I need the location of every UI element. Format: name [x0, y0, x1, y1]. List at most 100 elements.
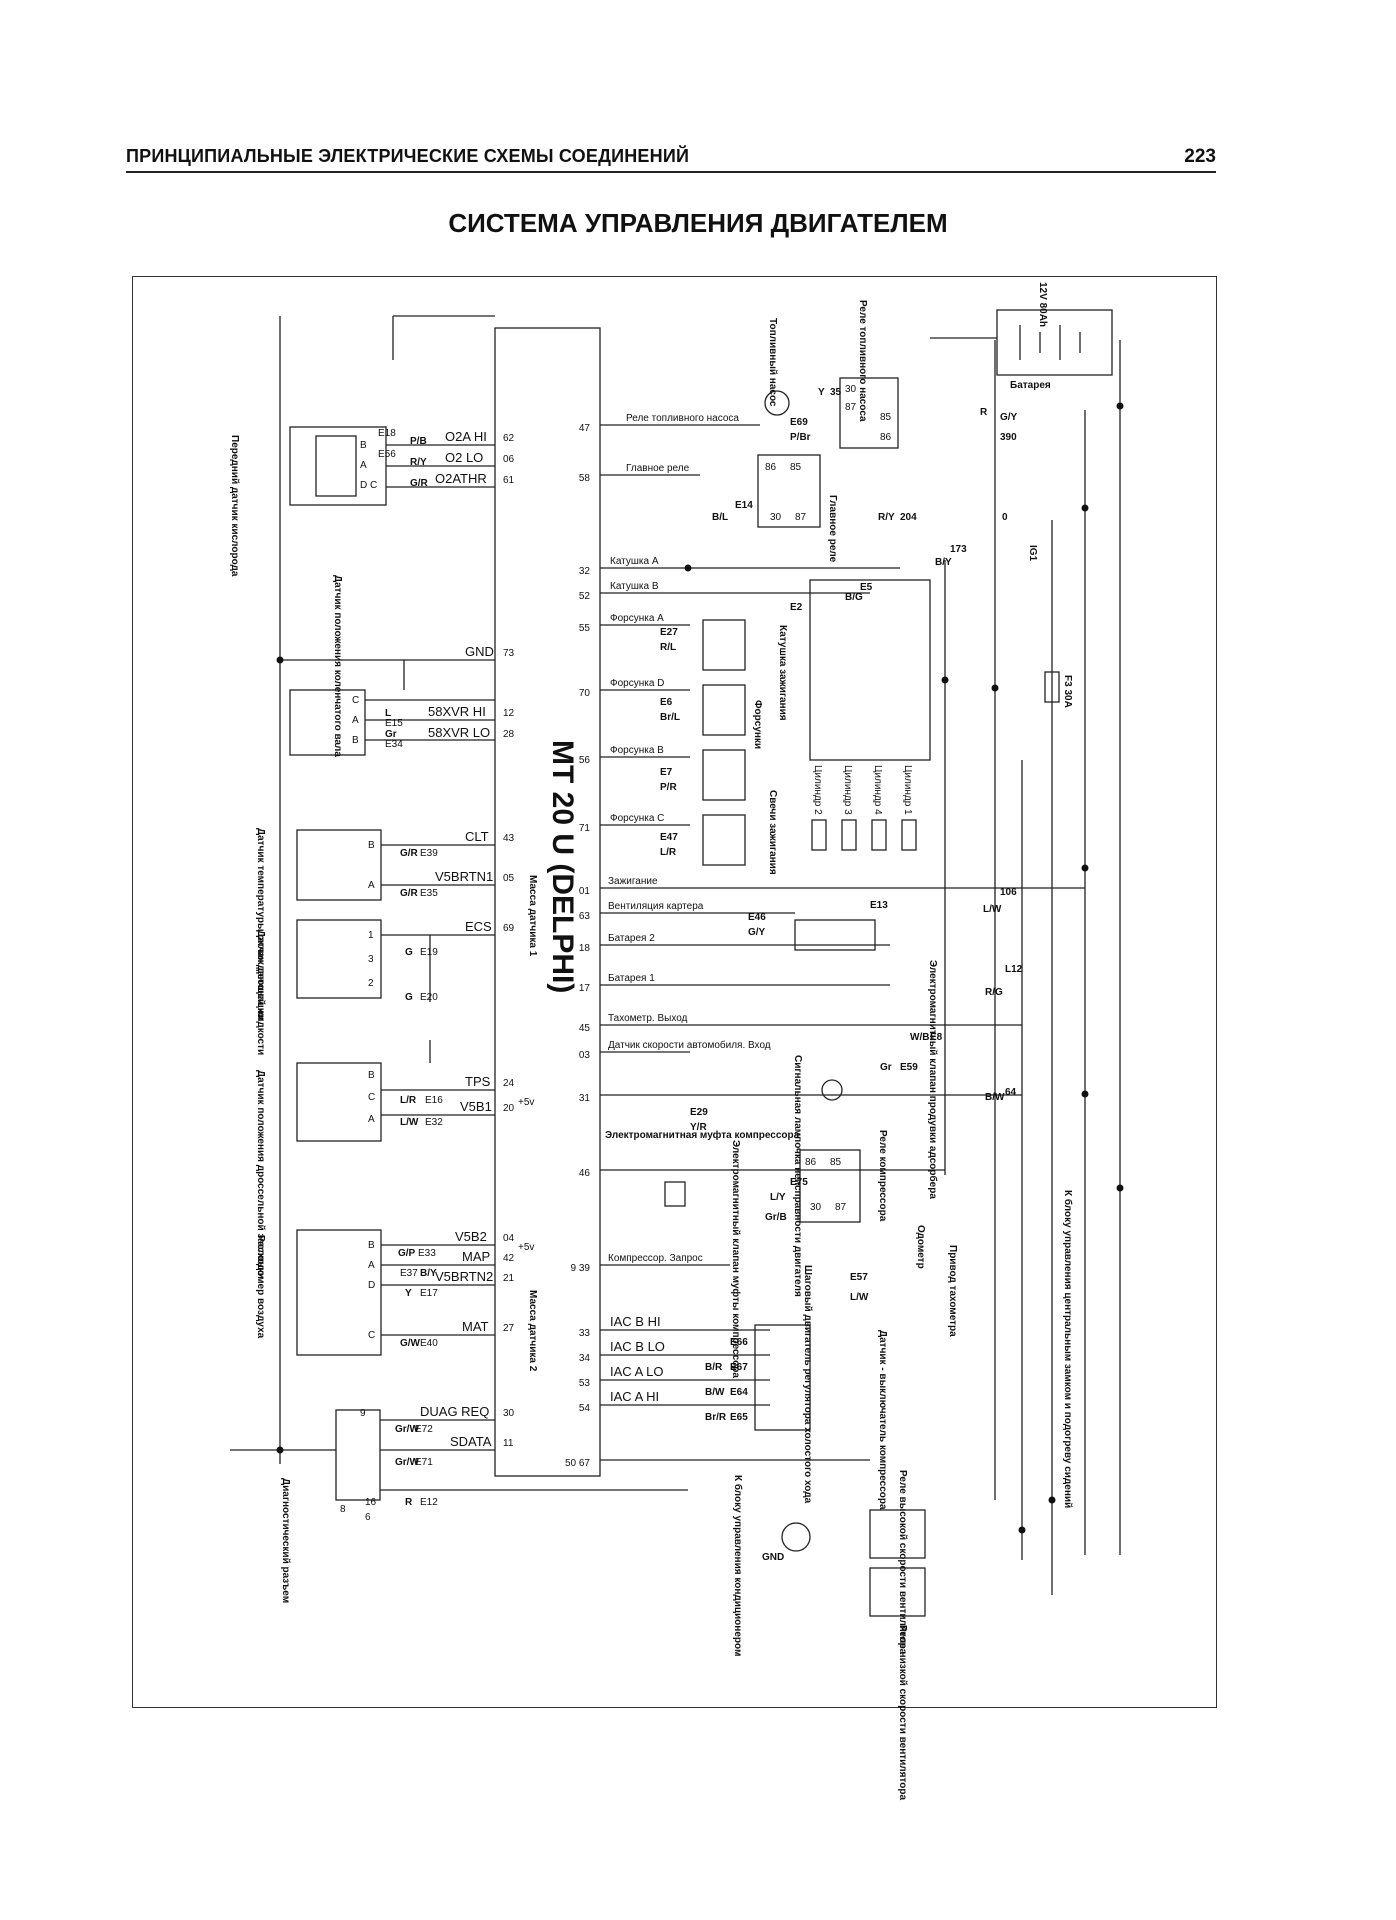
o2-pin-d: D	[360, 480, 367, 491]
coolant-connector-2: E35	[420, 888, 438, 899]
ecu-pin-o2-3: 61	[503, 475, 515, 486]
section-title: ПРИНЦИПИАЛЬНЫЕ ЭЛЕКТРИЧЕСКИЕ СХЕМЫ СОЕДИ…	[126, 146, 690, 166]
spark-plugs	[811, 819, 917, 851]
cylinder-1-label: Цилиндр 1	[902, 765, 913, 815]
o2-signal-3: O2ATHR	[435, 471, 487, 486]
wire-code-4: 204	[900, 512, 917, 523]
diagram-frame	[132, 276, 1217, 1708]
fan-high-relay-box	[869, 1509, 926, 1559]
page-number: 223	[1184, 146, 1216, 167]
wire-code-21: L/W	[850, 1292, 869, 1303]
wire-code-12: B/W	[985, 1092, 1005, 1103]
wire-code-49: B/R	[705, 1362, 723, 1373]
o2-pin-c: C	[370, 480, 377, 491]
injector-d	[702, 684, 746, 736]
ecu-ground1-label: Масса датчика 1	[527, 875, 538, 957]
tps-signal-1: TPS	[465, 1074, 491, 1089]
maf-wire-1: G/P	[398, 1248, 416, 1259]
wire-code-13: 64	[1005, 1087, 1017, 1098]
coolant-sensor-box	[296, 829, 382, 901]
out-pin-16: 9 39	[571, 1263, 591, 1274]
out-pin-13: 03	[579, 1050, 591, 1061]
o2-connector-1: E18	[378, 428, 396, 439]
out-pin-3: 52	[579, 591, 591, 602]
wire-code-34: E6	[660, 697, 673, 708]
injector-b	[702, 749, 746, 801]
fuel-relay-pin-30: 30	[845, 384, 857, 395]
fan-high-relay-label: Реле высокой скорости вентилятора	[897, 1470, 908, 1655]
wire-code-20: E57	[850, 1272, 868, 1283]
check-engine-lamp	[821, 1079, 843, 1101]
out-pin-18: 34	[579, 1353, 591, 1364]
o2-sensor-box	[289, 426, 387, 506]
out-pin-7: 71	[579, 823, 591, 834]
maf-pin-b: B	[368, 1240, 375, 1251]
maf-wire-3: Y	[405, 1288, 412, 1299]
wire-code-10: L12	[1005, 964, 1023, 975]
header-rule	[126, 171, 1216, 173]
ac-relay-pin-87: 87	[835, 1202, 847, 1213]
tps-pin-b: B	[368, 1070, 375, 1081]
fuel-pump-label: Топливный насос	[767, 318, 778, 407]
knock-sensor-name: Датчик детонации	[255, 930, 266, 1020]
ecu-pin-diag-1: 30	[503, 1408, 515, 1419]
wire-code-50: B/W	[705, 1387, 725, 1398]
crank-pin-b: B	[352, 735, 359, 746]
main-relay-pin-86: 86	[765, 462, 777, 473]
o2-pin-b: B	[360, 440, 367, 451]
out-pin-8: 01	[579, 886, 591, 897]
crank-connector-1: E15	[385, 718, 403, 729]
out-label-11: Батарея 1	[608, 973, 655, 984]
iac-box	[754, 1324, 811, 1431]
fuel-relay-pin-87: 87	[845, 402, 857, 413]
maf-signal-2: MAP	[462, 1249, 490, 1264]
diag-signal-2: SDATA	[450, 1434, 492, 1449]
out-pin-10: 18	[579, 943, 591, 954]
battery-box	[996, 309, 1113, 376]
coolant-pin-b: B	[368, 840, 375, 851]
out-label-5: Форсунка D	[610, 678, 664, 689]
tps-name: Датчик положения дроссельной заслонки	[255, 1070, 266, 1279]
diag-pin-9: 9	[360, 1408, 366, 1419]
wire-code-5: R/Y	[878, 512, 895, 523]
o2-wire-3: G/R	[410, 478, 429, 489]
ac-relay-pin-86: 86	[805, 1157, 817, 1168]
wire-code-32: E27	[660, 627, 678, 638]
crank-sensor-name: Датчик положения коленчатого вала	[332, 575, 343, 757]
cylinder-4-label: Цилиндр 4	[872, 765, 883, 815]
fuse-f3	[1044, 671, 1060, 703]
maf-signal-4: MAT	[462, 1319, 489, 1334]
wire-code-42: E29	[690, 1107, 708, 1118]
tps-connector-1: E16	[425, 1095, 443, 1106]
ac-relay-pin-30: 30	[810, 1202, 822, 1213]
o2-signal-2: O2 LO	[445, 450, 483, 465]
fuel-pump-relay-box	[839, 377, 899, 449]
ecu-pin-crank-1: 73	[503, 648, 515, 659]
ignition-coil-box	[809, 579, 931, 761]
main-relay-pin-87: 87	[795, 512, 807, 523]
wire-code-40: E46	[748, 912, 766, 923]
out-pin-2: 32	[579, 566, 591, 577]
coolant-wire-2: G/R	[400, 888, 419, 899]
ac-relay-pin-85: 85	[830, 1157, 842, 1168]
out-pin-6: 56	[579, 755, 591, 766]
tps-connector-2: E32	[425, 1117, 443, 1128]
coolant-wire-1: G/R	[400, 848, 419, 859]
wire-code-8: 106	[1000, 887, 1017, 898]
o2-pin-a: A	[360, 460, 367, 471]
crank-signal-2: 58XVR HI	[428, 704, 486, 719]
maf-connector-2: E37	[400, 1268, 418, 1279]
wire-code-48: E65	[730, 1412, 748, 1423]
injector-c	[702, 814, 746, 866]
wire-code-33: Br/L	[660, 712, 680, 723]
ecu-pin-crank-3: 28	[503, 729, 515, 740]
cylinder-2-label: Цилиндр 2	[812, 765, 823, 815]
wire-code-23: E69	[790, 417, 808, 428]
wire-code-17: Gr	[880, 1062, 892, 1073]
ecu-pin-knock-1: 69	[503, 923, 515, 934]
out-label-17: IAC B HI	[610, 1314, 661, 1329]
ecu-pin-coolant-2: 05	[503, 873, 515, 884]
tps-box	[296, 1062, 382, 1142]
battery-rating: 12V 80Ah	[1037, 282, 1048, 327]
fan-ground-label: GND	[762, 1552, 784, 1563]
